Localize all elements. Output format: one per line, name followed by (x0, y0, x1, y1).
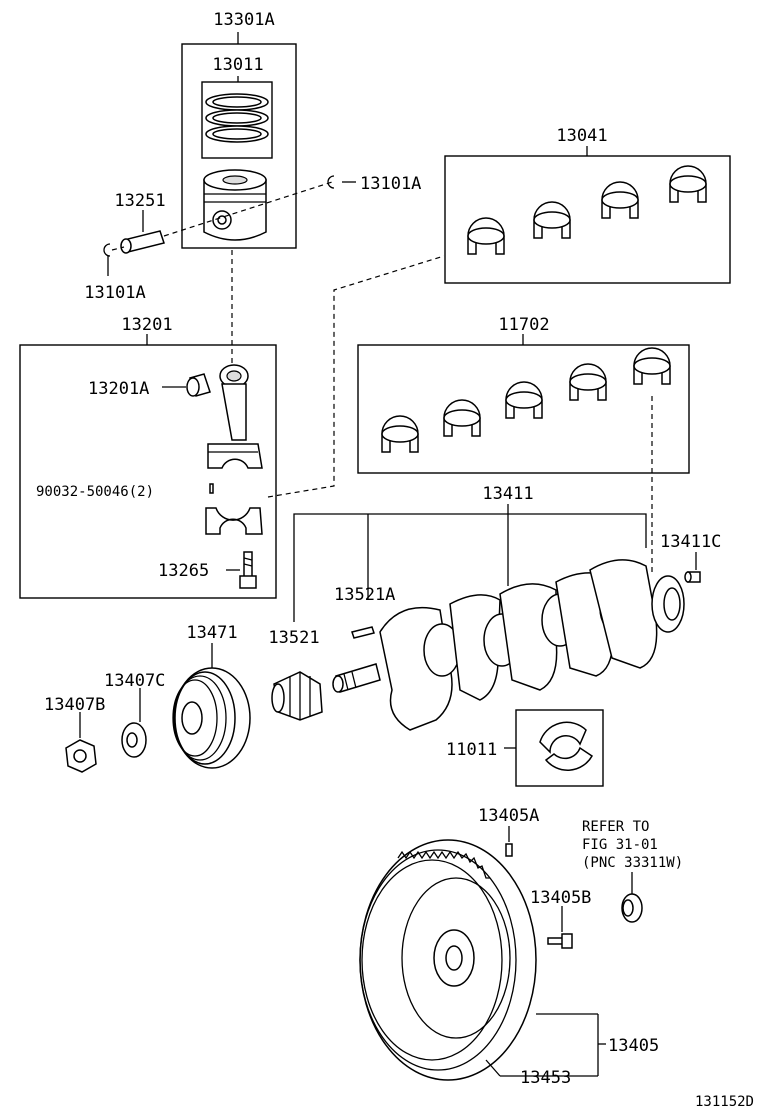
main-bearing-box (357, 344, 690, 474)
label-13405B: 13405B (530, 888, 591, 908)
piston-ring-box (201, 81, 273, 159)
snap-ring-right (327, 175, 335, 189)
conrod-box (19, 344, 277, 599)
flywheel-dowel (505, 843, 513, 857)
piston-assembly-group (181, 32, 297, 249)
label-13521A: 13521A (334, 585, 395, 605)
label-11702: 11702 (498, 315, 549, 335)
crankshaft-pulley (172, 667, 251, 769)
refer-line-2: FIG 31-01 (582, 837, 658, 853)
label-13411: 13411 (482, 484, 533, 504)
refer-line-1: REFER TO (582, 819, 649, 835)
flywheel-bolt (547, 933, 573, 949)
pulley-nut (65, 739, 97, 773)
pilot-bearing-pin (684, 571, 701, 583)
label-13471: 13471 (186, 623, 237, 643)
pulley-washer (121, 722, 147, 758)
piston-pin (120, 230, 165, 254)
crank-key (351, 626, 375, 639)
piston-assembly-box (181, 43, 297, 249)
label-13407C: 13407C (104, 671, 165, 691)
label-13405A: 13405A (478, 806, 539, 826)
label-90032-50046: 90032-50046(2) (36, 484, 154, 500)
label-13265: 13265 (158, 561, 209, 581)
flywheel (359, 839, 537, 1081)
label-13405: 13405 (608, 1036, 659, 1056)
conrod-bearings (467, 165, 707, 255)
small-end-bushing (186, 373, 211, 397)
label-13407B: 13407B (44, 695, 105, 715)
thrust-washer-box (515, 709, 604, 787)
label-13411C: 13411C (660, 532, 721, 552)
label-13521: 13521 (268, 628, 319, 648)
input-shaft-bearing (621, 893, 643, 923)
label-13251: 13251 (114, 191, 165, 211)
conrod-bearing-box (444, 155, 731, 284)
conrod-nut-marker (209, 483, 214, 494)
crankshaft-gear (271, 671, 323, 721)
main-bearings (381, 347, 671, 453)
label-11011: 11011 (446, 740, 497, 760)
conrod-bolt (239, 551, 257, 589)
label-13011: 13011 (212, 55, 263, 75)
label-13101A-left: 13101A (84, 283, 145, 303)
piston (203, 169, 267, 241)
piston-rings (205, 93, 269, 143)
label-13201: 13201 (121, 315, 172, 335)
label-13201A: 13201A (88, 379, 149, 399)
refer-line-3: (PNC 33311W) (582, 855, 683, 871)
connecting-rod (207, 364, 263, 469)
thrust-washers (539, 721, 593, 771)
conrod-cap (205, 507, 263, 535)
crankshaft (332, 559, 685, 731)
snap-ring-left (103, 243, 111, 257)
label-13453: 13453 (520, 1068, 571, 1088)
figure-id: 131152D (695, 1094, 754, 1110)
label-13041: 13041 (556, 126, 607, 146)
label-13301A: 13301A (213, 10, 274, 30)
label-13101A-right: 13101A (360, 174, 421, 194)
